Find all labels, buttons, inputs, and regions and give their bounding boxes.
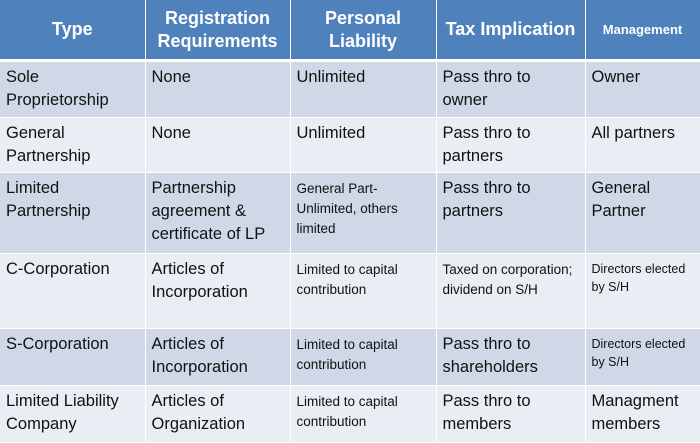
cell-type: General Partnership — [0, 117, 146, 173]
table-row: Limited Partnership Partnership agreemen… — [0, 172, 700, 254]
cell-liability: General Part- Unlimited, others limited — [290, 172, 437, 254]
cell-type: Limited Partnership — [0, 172, 146, 254]
cell-registration: None — [145, 117, 291, 173]
table-row: C-Corporation Articles of Incorporation … — [0, 253, 700, 329]
cell-liability: Unlimited — [290, 60, 437, 118]
cell-management: Managment members — [585, 385, 700, 443]
cell-registration: Articles of Incorporation — [145, 253, 291, 329]
table-row: S-Corporation Articles of Incorporation … — [0, 328, 700, 386]
cell-registration: Articles of Organization — [145, 385, 291, 443]
cell-tax: Pass thro to partners — [436, 172, 586, 254]
cell-tax: Pass thro to partners — [436, 117, 586, 173]
cell-management: All partners — [585, 117, 700, 173]
cell-tax: Pass thro to owner — [436, 60, 586, 118]
table-header-row: Type Registration Requirements Personal … — [0, 0, 700, 62]
cell-type: Sole Proprietorship — [0, 60, 146, 118]
cell-tax: Pass thro to members — [436, 385, 586, 443]
cell-liability: Limited to capital contribution — [290, 385, 437, 443]
table-row: Sole Proprietorship None Unlimited Pass … — [0, 60, 700, 118]
cell-liability: Limited to capital contribution — [290, 328, 437, 386]
cell-type: Limited Liability Company — [0, 385, 146, 443]
header-tax-implication: Tax Implication — [436, 0, 586, 62]
cell-management: Directors elected by S/H — [585, 253, 700, 329]
header-management: Management — [585, 0, 700, 62]
cell-management: General Partner — [585, 172, 700, 254]
cell-liability: Limited to capital contribution — [290, 253, 437, 329]
header-personal-liability: Personal Liability — [290, 0, 437, 62]
cell-registration: None — [145, 60, 291, 118]
table-row: Limited Liability Company Articles of Or… — [0, 385, 700, 443]
cell-registration: Articles of Incorporation — [145, 328, 291, 386]
cell-registration: Partnership agreement & certificate of L… — [145, 172, 291, 254]
header-type: Type — [0, 0, 146, 62]
header-registration-requirements: Registration Requirements — [145, 0, 291, 62]
cell-type: S-Corporation — [0, 328, 146, 386]
cell-type: C-Corporation — [0, 253, 146, 329]
cell-management: Directors elected by S/H — [585, 328, 700, 386]
cell-tax: Taxed on corporation; dividend on S/H — [436, 253, 586, 329]
cell-tax: Pass thro to shareholders — [436, 328, 586, 386]
table-row: General Partnership None Unlimited Pass … — [0, 117, 700, 173]
cell-liability: Unlimited — [290, 117, 437, 173]
cell-management: Owner — [585, 60, 700, 118]
